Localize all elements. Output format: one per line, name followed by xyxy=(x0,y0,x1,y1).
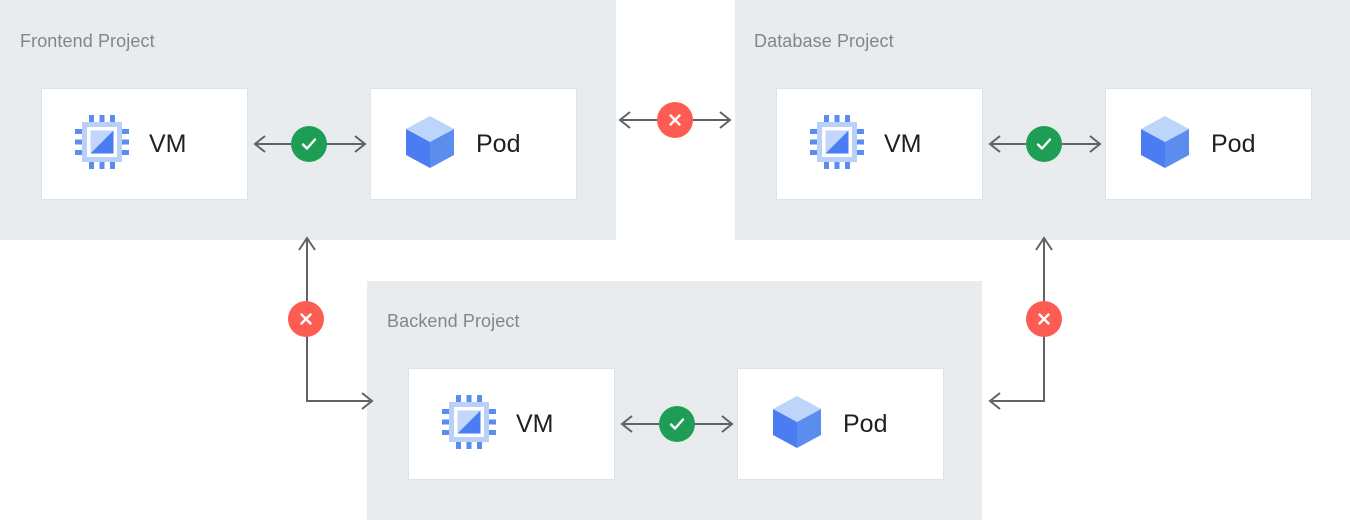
card-database-pod[interactable]: Pod xyxy=(1105,88,1312,200)
vm-chip-icon xyxy=(442,394,496,454)
x-circle-icon xyxy=(665,110,685,130)
pod-cube-icon xyxy=(1139,114,1191,175)
card-backend-vm[interactable]: VM xyxy=(408,368,615,480)
check-circle-icon xyxy=(1033,133,1055,155)
card-backend-pod[interactable]: Pod xyxy=(737,368,944,480)
x-circle-icon xyxy=(1034,309,1054,329)
card-backend-vm-label: VM xyxy=(516,409,554,438)
backend-internal-status-badge[interactable] xyxy=(659,406,695,442)
pod-cube-icon xyxy=(771,394,823,455)
panel-backend-title: Backend Project xyxy=(387,311,520,331)
pod-cube-icon xyxy=(404,114,456,175)
card-backend-pod-label: Pod xyxy=(843,409,888,438)
check-circle-icon xyxy=(298,133,320,155)
database-backend-status-badge[interactable] xyxy=(1026,301,1062,337)
frontend-database-status-badge[interactable] xyxy=(657,102,693,138)
card-database-pod-label: Pod xyxy=(1211,129,1256,158)
panel-database-title: Database Project xyxy=(754,31,894,51)
card-frontend-pod-label: Pod xyxy=(476,129,521,158)
card-database-vm-label: VM xyxy=(884,129,922,158)
frontend-backend-status-badge[interactable] xyxy=(288,301,324,337)
frontend-internal-status-badge[interactable] xyxy=(291,126,327,162)
vm-chip-icon xyxy=(75,114,129,174)
database-backend-link xyxy=(984,232,1074,410)
vm-chip-icon xyxy=(810,114,864,174)
x-circle-icon xyxy=(296,309,316,329)
card-database-vm[interactable]: VM xyxy=(776,88,983,200)
check-circle-icon xyxy=(666,413,688,435)
card-frontend-vm[interactable]: VM xyxy=(41,88,248,200)
card-frontend-vm-label: VM xyxy=(149,129,187,158)
frontend-backend-link xyxy=(288,232,378,410)
database-internal-status-badge[interactable] xyxy=(1026,126,1062,162)
panel-frontend-title: Frontend Project xyxy=(20,31,155,51)
card-frontend-pod[interactable]: Pod xyxy=(370,88,577,200)
